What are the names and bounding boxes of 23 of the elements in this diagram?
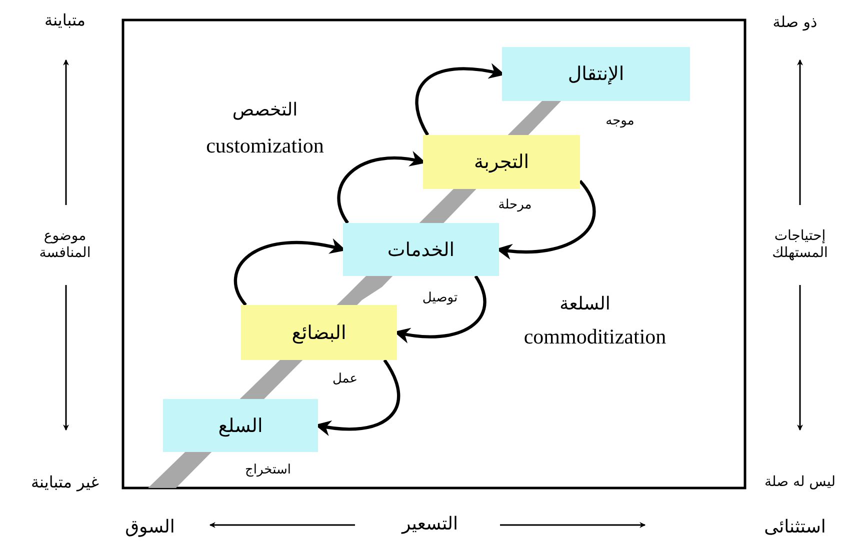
- stage-caption: عمل: [332, 372, 358, 386]
- stage-box: التجربة: [423, 135, 580, 189]
- axis-label: استثنائى: [764, 516, 826, 538]
- axis-label: إحتياجات المستهلك: [771, 228, 829, 262]
- axis-label: ذو صلة: [772, 13, 818, 31]
- axis-label: ليس له صلة: [764, 474, 836, 490]
- stage-box: السلع: [163, 399, 318, 452]
- axis-label: غير متباينة: [30, 472, 100, 492]
- axis-label: متباينة: [44, 10, 86, 30]
- axis-label: موضوع المنافسة: [38, 228, 92, 262]
- axis-label: السوق: [125, 516, 175, 538]
- axis-label: التسعير: [402, 514, 458, 534]
- axis-label: commoditization: [524, 324, 666, 350]
- stage-box: البضائع: [241, 305, 397, 360]
- stage-box: الإنتقال: [502, 47, 690, 101]
- axis-label: السلعة: [560, 294, 610, 314]
- axis-label: customization: [206, 134, 324, 158]
- stage-caption: موجه: [606, 114, 634, 128]
- stage-caption: توصيل: [422, 290, 458, 306]
- stage-box: الخدمات: [343, 223, 499, 276]
- axis-label: التخصص: [232, 100, 298, 120]
- stage-caption: استخراج: [245, 462, 291, 478]
- stage-caption: مرحلة: [498, 198, 532, 212]
